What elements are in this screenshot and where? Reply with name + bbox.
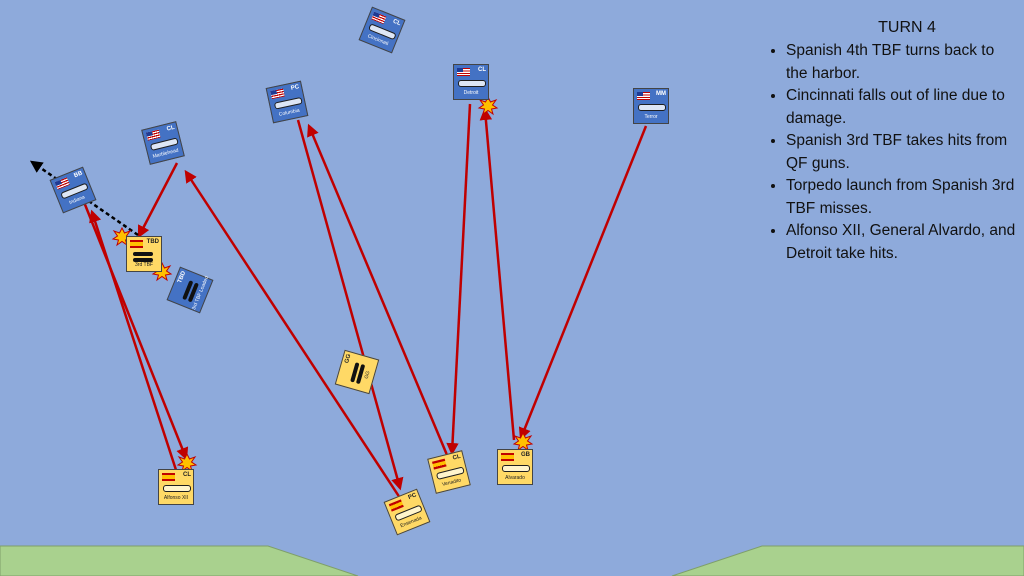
counter-name: 3rd TBF	[135, 262, 153, 268]
fire-arrow-detroit-to-venadito	[446, 103, 472, 456]
counter-name: Terror	[644, 114, 658, 120]
ship-silhouette-icon	[163, 485, 191, 492]
fire-arrow-ensenada-to-marblehead	[184, 169, 402, 499]
hit-marker-icon	[512, 431, 534, 452]
us-flag-icon	[457, 68, 470, 76]
counter-columbia[interactable]: PC Columbia	[265, 80, 309, 124]
turn-note: Spanish 4th TBF turns back to the harbor…	[786, 40, 1018, 85]
counter-type: CL	[452, 453, 462, 462]
fire-arrow-terror-to-alvarado	[518, 125, 648, 441]
counter-type: TBD	[146, 239, 159, 245]
turn-note: Cincinnati falls out of line due to dama…	[786, 85, 1018, 130]
turn-note: Alfonso XII, General Alvardo, and Detroi…	[786, 220, 1018, 265]
spain-flag-icon	[388, 499, 404, 512]
spain-flag-icon	[501, 453, 514, 461]
us-flag-icon	[637, 92, 650, 100]
shoreline-left	[0, 545, 359, 576]
ship-silhouette-icon	[458, 80, 486, 87]
us-flag-icon	[371, 11, 387, 25]
counter-type: CL	[478, 67, 486, 73]
spain-flag-icon	[130, 240, 143, 248]
turn-note: Torpedo launch from Spanish 3rd TBF miss…	[786, 175, 1018, 220]
counter-type: PC	[407, 492, 418, 502]
fire-arrow-alvarado-to-detroit	[479, 107, 516, 441]
spain-flag-icon	[162, 473, 175, 481]
counter-name: Alvarado	[505, 475, 525, 481]
turn-title: TURN 4	[878, 19, 936, 36]
hit-marker-icon	[477, 95, 499, 116]
counter-spanish-3rd-tbf[interactable]: TBD 3rd TBF	[126, 236, 162, 272]
counter-type: CL	[166, 124, 176, 133]
ship-silhouette-icon	[638, 104, 666, 111]
shoreline-right	[671, 545, 1024, 576]
counter-alvarado[interactable]: GB Alvarado	[497, 449, 533, 485]
counter-type: CL	[183, 472, 191, 478]
turn-notes-panel: TURN 4 Spanish 4th TBF turns back to the…	[756, 18, 1018, 265]
spain-flag-icon	[432, 458, 447, 470]
hit-marker-icon	[176, 452, 198, 473]
counter-terror[interactable]: MM Terror	[633, 88, 669, 124]
counter-type: TBD	[177, 270, 188, 285]
counter-type: GB	[521, 452, 530, 458]
ship-silhouette-icon	[502, 465, 530, 472]
counter-type: MM	[656, 91, 666, 97]
us-flag-icon	[146, 129, 161, 141]
fire-arrow-venadito-to-columbia	[307, 123, 449, 456]
us-flag-icon	[54, 177, 70, 190]
counter-name: Detroit	[463, 90, 479, 96]
turn-note: Spanish 3rd TBF takes hits from QF guns.	[786, 130, 1018, 175]
hit-marker-icon	[111, 226, 133, 247]
counter-alfonso-xii[interactable]: CL Alfonso XII	[158, 469, 194, 505]
turn-notes-list: Spanish 4th TBF turns back to the harbor…	[756, 40, 1018, 265]
counter-detroit[interactable]: CL Detroit	[453, 64, 489, 100]
us-flag-icon	[270, 88, 285, 100]
counter-type: BB	[73, 170, 84, 180]
fire-arrow-columbia-to-ensenada	[296, 119, 404, 491]
fire-arrow-marblehead-to-tbd	[137, 162, 179, 239]
counter-type: CL	[391, 18, 402, 28]
torpedo-boat-icon	[133, 252, 153, 256]
counter-type: PC	[290, 84, 300, 92]
torpedo-boat-icon	[133, 258, 153, 262]
fire-arrow-indiana-to-alfonso	[82, 201, 189, 461]
counter-name: Alfonso XII	[163, 495, 189, 501]
counter-type: GG	[344, 353, 353, 365]
